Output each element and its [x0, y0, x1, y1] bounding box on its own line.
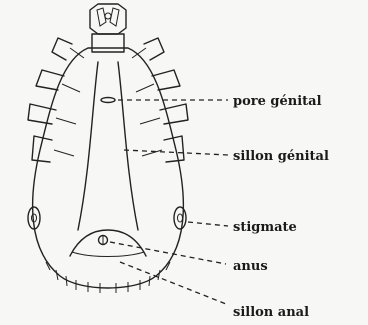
capitulum [90, 4, 126, 52]
label-anus: anus [233, 259, 268, 274]
label-sillon-genital: sillon génital [233, 149, 329, 164]
sillon-anal-inner [72, 252, 144, 257]
leader-sillon-anal [120, 262, 226, 304]
sillon-anal-groove [70, 230, 146, 256]
label-sillon-anal: sillon anal [233, 305, 309, 320]
pore-genital-mark [101, 98, 115, 103]
stigmate-right [174, 207, 186, 229]
leader-anus [110, 242, 226, 264]
body-outline [33, 48, 184, 288]
label-stigmate: stigmate [233, 220, 297, 235]
leader-stigmate [188, 222, 228, 226]
label-pore-genital: pore génital [233, 94, 322, 109]
sillon-genital-groove [78, 62, 138, 230]
anus-mark [99, 236, 108, 245]
